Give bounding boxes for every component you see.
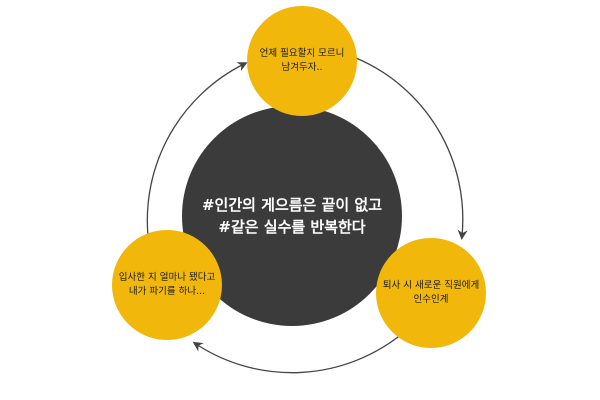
- node-right-line1: 퇴사 시 새로운 직원에게: [382, 280, 480, 291]
- node-new-employee: 입사한 지 얼마나 됐다고 내가 파기를 하나...: [112, 230, 222, 340]
- node-left-line1: 입사한 지 얼마나 됐다고: [118, 272, 216, 283]
- arrow-right-to-left: [192, 332, 404, 374]
- center-text-line2: #같은 실수를 반복한다: [218, 218, 366, 236]
- node-handover: 퇴사 시 새로운 직원에게 인수인계: [376, 238, 486, 348]
- node-right-line2: 인수인계: [413, 294, 449, 305]
- node-keep-for-later: 언제 필요할지 모르니 남겨두자..: [247, 6, 357, 116]
- node-top-line1: 언제 필요할지 모르니: [259, 48, 345, 59]
- node-top-line2: 남겨두자..: [281, 62, 323, 73]
- node-left-line2: 내가 파기를 하나...: [128, 286, 206, 297]
- center-text-line1: #인간의 게으름은 끝이 없고: [201, 196, 383, 214]
